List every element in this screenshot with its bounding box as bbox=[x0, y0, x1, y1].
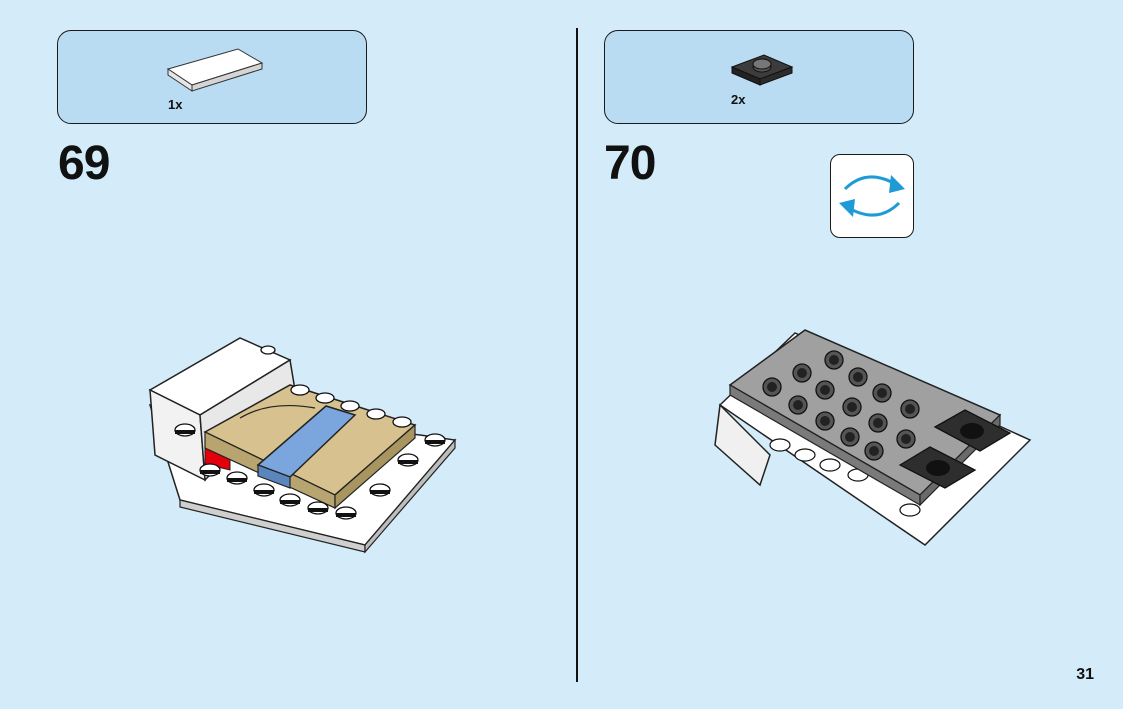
step-number-69: 69 bbox=[58, 137, 110, 190]
rotate-model-callout bbox=[830, 154, 914, 238]
rotate-model-icon bbox=[839, 175, 905, 217]
step-69-bed-model bbox=[148, 337, 457, 554]
part-quantity: 1x bbox=[168, 97, 183, 112]
parts-callout-step-69: 1x bbox=[57, 30, 367, 124]
parts-callout-step-70: 2x bbox=[604, 30, 914, 124]
step-divider bbox=[576, 28, 578, 682]
part-quantity: 2x bbox=[731, 92, 746, 107]
step-70-model-underside bbox=[714, 329, 1032, 546]
dark-grey-jumper-plate-icon bbox=[730, 54, 794, 86]
step-number-70: 70 bbox=[604, 137, 656, 190]
page-number: 31 bbox=[1076, 666, 1094, 683]
white-tile-2x4-icon bbox=[166, 48, 264, 92]
